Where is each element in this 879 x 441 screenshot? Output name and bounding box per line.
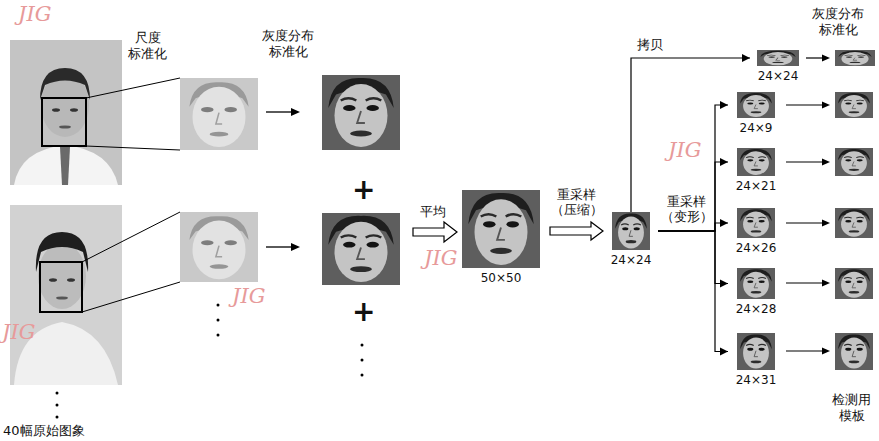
edge-label: 重采样 （变形） xyxy=(661,194,713,225)
watermark: JIG xyxy=(18,4,52,25)
flow-arrow xyxy=(658,162,728,231)
step-label: 40幅原始图象 xyxy=(3,423,85,439)
size-caption: 24×31 xyxy=(728,373,784,387)
size-caption: 50×50 xyxy=(453,271,549,285)
plus-sign: + xyxy=(352,176,375,204)
original-photo xyxy=(10,40,122,185)
face-image-node: 24×21 xyxy=(728,148,784,193)
flow-arrow xyxy=(550,222,603,240)
size-caption: 24×24 xyxy=(750,69,806,83)
original-photo xyxy=(10,205,122,385)
edge-label: 拷贝 xyxy=(637,37,663,53)
flow-arrow xyxy=(658,105,728,231)
flow-arrow xyxy=(631,58,750,212)
step-label: 平均 xyxy=(420,204,446,220)
size-caption: 24×9 xyxy=(728,121,784,135)
face-image-node: 24×9 xyxy=(728,92,784,135)
normalized-face xyxy=(322,75,400,285)
watermark: JIG xyxy=(232,286,266,307)
face-image xyxy=(737,148,775,176)
average-arrow xyxy=(413,222,457,242)
scale-leader-line xyxy=(82,78,180,312)
face-image xyxy=(737,268,775,299)
size-caption: 24×21 xyxy=(728,179,784,193)
step-arrow xyxy=(266,108,300,251)
face-image xyxy=(612,212,650,250)
face-image-node: 24×24 xyxy=(750,50,806,83)
face-image xyxy=(757,50,799,66)
face-image xyxy=(462,190,540,268)
flow-arrow xyxy=(658,231,728,352)
edge-label: 重采样 （压缩） xyxy=(551,187,603,218)
ellipsis-dots xyxy=(56,304,364,419)
face-image-node: 50×50 xyxy=(453,190,549,285)
face-image-node: 24×31 xyxy=(728,333,784,387)
step-label: 检测用 模板 xyxy=(832,392,871,423)
face-image-node: 24×24 xyxy=(604,212,658,267)
plus-sign: + xyxy=(352,298,375,326)
size-caption: 24×28 xyxy=(728,302,784,316)
face-image xyxy=(737,92,775,118)
size-caption: 24×24 xyxy=(604,253,658,267)
scaled-face xyxy=(180,78,258,282)
final-template xyxy=(835,50,875,370)
watermark: JIG xyxy=(2,322,36,343)
face-image xyxy=(737,208,775,238)
step-label: 灰度分布 标准化 xyxy=(262,28,314,59)
step-label: 灰度分布 标准化 xyxy=(812,6,864,37)
watermark: JIG xyxy=(668,140,702,161)
flow-arrow xyxy=(658,231,728,284)
step-label: 尺度 标准化 xyxy=(128,30,167,61)
watermark: JIG xyxy=(424,248,458,269)
normalize-arrow xyxy=(786,55,830,355)
face-image-node: 24×28 xyxy=(728,268,784,316)
face-image xyxy=(737,333,775,370)
size-caption: 24×26 xyxy=(728,241,784,255)
face-image-node: 24×26 xyxy=(728,208,784,255)
